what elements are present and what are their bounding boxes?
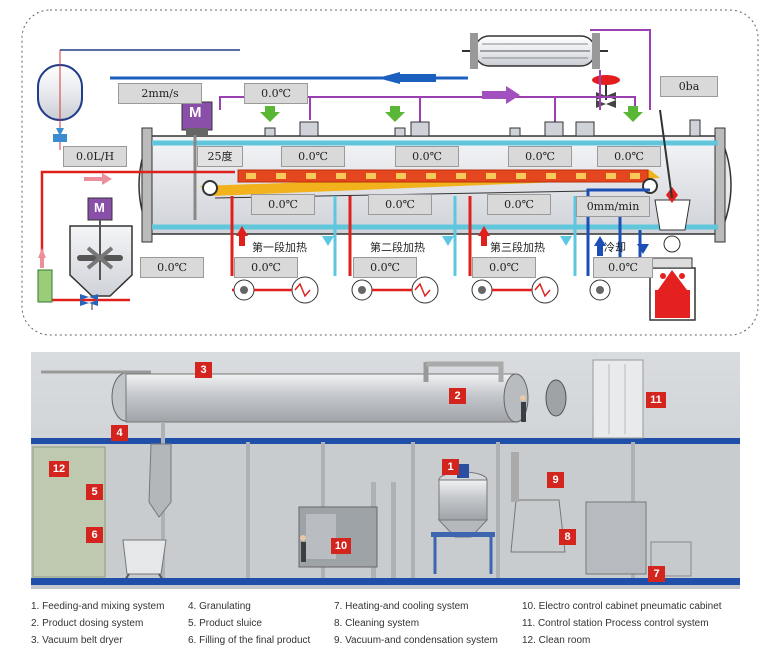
badge-6: 6 bbox=[86, 527, 103, 543]
zone-2-label: 第二段加热 bbox=[370, 241, 425, 254]
legend-item: 3. Vacuum belt dryer bbox=[31, 635, 123, 646]
belt-temp-3: 0.0℃ bbox=[508, 146, 572, 167]
belt-temp-4: 0.0℃ bbox=[597, 146, 661, 167]
badge-3: 3 bbox=[195, 362, 212, 378]
legend-item: 12. Clean room bbox=[522, 635, 591, 646]
badge-9: 9 bbox=[547, 472, 564, 488]
badge-1: 1 bbox=[442, 459, 459, 475]
feed-vessel bbox=[37, 49, 240, 150]
plant-layout: 3 2 11 4 12 1 9 5 6 8 10 7 bbox=[31, 352, 740, 589]
badge-8: 8 bbox=[559, 529, 576, 545]
badge-2: 2 bbox=[449, 388, 466, 404]
discharge-unit bbox=[649, 109, 696, 321]
badge-11: 11 bbox=[646, 392, 666, 408]
legend-item: 6. Filling of the final product bbox=[188, 635, 311, 646]
zone-3-temp: 0.0℃ bbox=[472, 257, 536, 278]
mixer-label: M bbox=[94, 200, 105, 215]
legend-item: 10. Electro control cabinet pneumatic ca… bbox=[522, 601, 722, 612]
lower-temp-2: 0.0℃ bbox=[368, 194, 432, 215]
belt-temp-2: 0.0℃ bbox=[395, 146, 459, 167]
legend: 1. Feeding-and mixing system 2. Product … bbox=[31, 598, 761, 666]
belt-temp-1: 0.0℃ bbox=[281, 146, 345, 167]
return-arrow bbox=[110, 72, 520, 104]
badge-5: 5 bbox=[86, 484, 103, 500]
zone-4-label: 冷却 bbox=[604, 241, 626, 254]
mixer-tank bbox=[37, 197, 133, 310]
legend-item: 1. Feeding-and mixing system bbox=[31, 601, 165, 612]
tank-temp-box: 25度 bbox=[197, 146, 243, 167]
legend-item: 8. Cleaning system bbox=[334, 618, 420, 629]
pressure-box: 0ba bbox=[660, 76, 718, 97]
legend-item: 11. Control station Process control syst… bbox=[522, 618, 709, 629]
legend-item: 7. Heating-and cooling system bbox=[334, 601, 469, 612]
legend-item: 9. Vacuum-and condensation system bbox=[334, 635, 498, 646]
lower-temp-3: 0.0℃ bbox=[487, 194, 551, 215]
zone-1-temp: 0.0℃ bbox=[234, 257, 298, 278]
belt-speed-box: 0mm/min bbox=[576, 196, 650, 217]
process-schematic: 2mm/s 0.0L/H 0ba 0.0℃ 25度 0.0℃ 0.0℃ 0.0℃… bbox=[21, 9, 759, 336]
badge-7: 7 bbox=[648, 566, 665, 582]
legend-item: 4. Granulating bbox=[188, 601, 251, 612]
badge-12: 12 bbox=[49, 461, 69, 477]
plant-drawing bbox=[31, 352, 740, 589]
zone-1-label: 第一段加热 bbox=[252, 241, 307, 254]
schematic-frame bbox=[21, 9, 759, 336]
heating-loops bbox=[230, 188, 650, 304]
badge-4: 4 bbox=[111, 425, 128, 441]
motor-label: M bbox=[189, 104, 202, 121]
lower-temp-1: 0.0℃ bbox=[251, 194, 315, 215]
heat-exchanger bbox=[462, 33, 620, 108]
feed-rate-box: 0.0L/H bbox=[63, 146, 127, 167]
legend-item: 5. Product sluice bbox=[188, 618, 262, 629]
legend-item: 2. Product dosing system bbox=[31, 618, 144, 629]
flow-rate-box: 2mm/s bbox=[118, 83, 202, 104]
zone-4-temp: 0.0℃ bbox=[593, 257, 653, 278]
zone-3-label: 第三段加热 bbox=[490, 241, 545, 254]
top-temp-box: 0.0℃ bbox=[244, 83, 308, 104]
zone-2-temp: 0.0℃ bbox=[353, 257, 417, 278]
schematic-drawing bbox=[21, 9, 759, 336]
mix-temp-box: 0.0℃ bbox=[140, 257, 204, 278]
badge-10: 10 bbox=[331, 538, 351, 554]
